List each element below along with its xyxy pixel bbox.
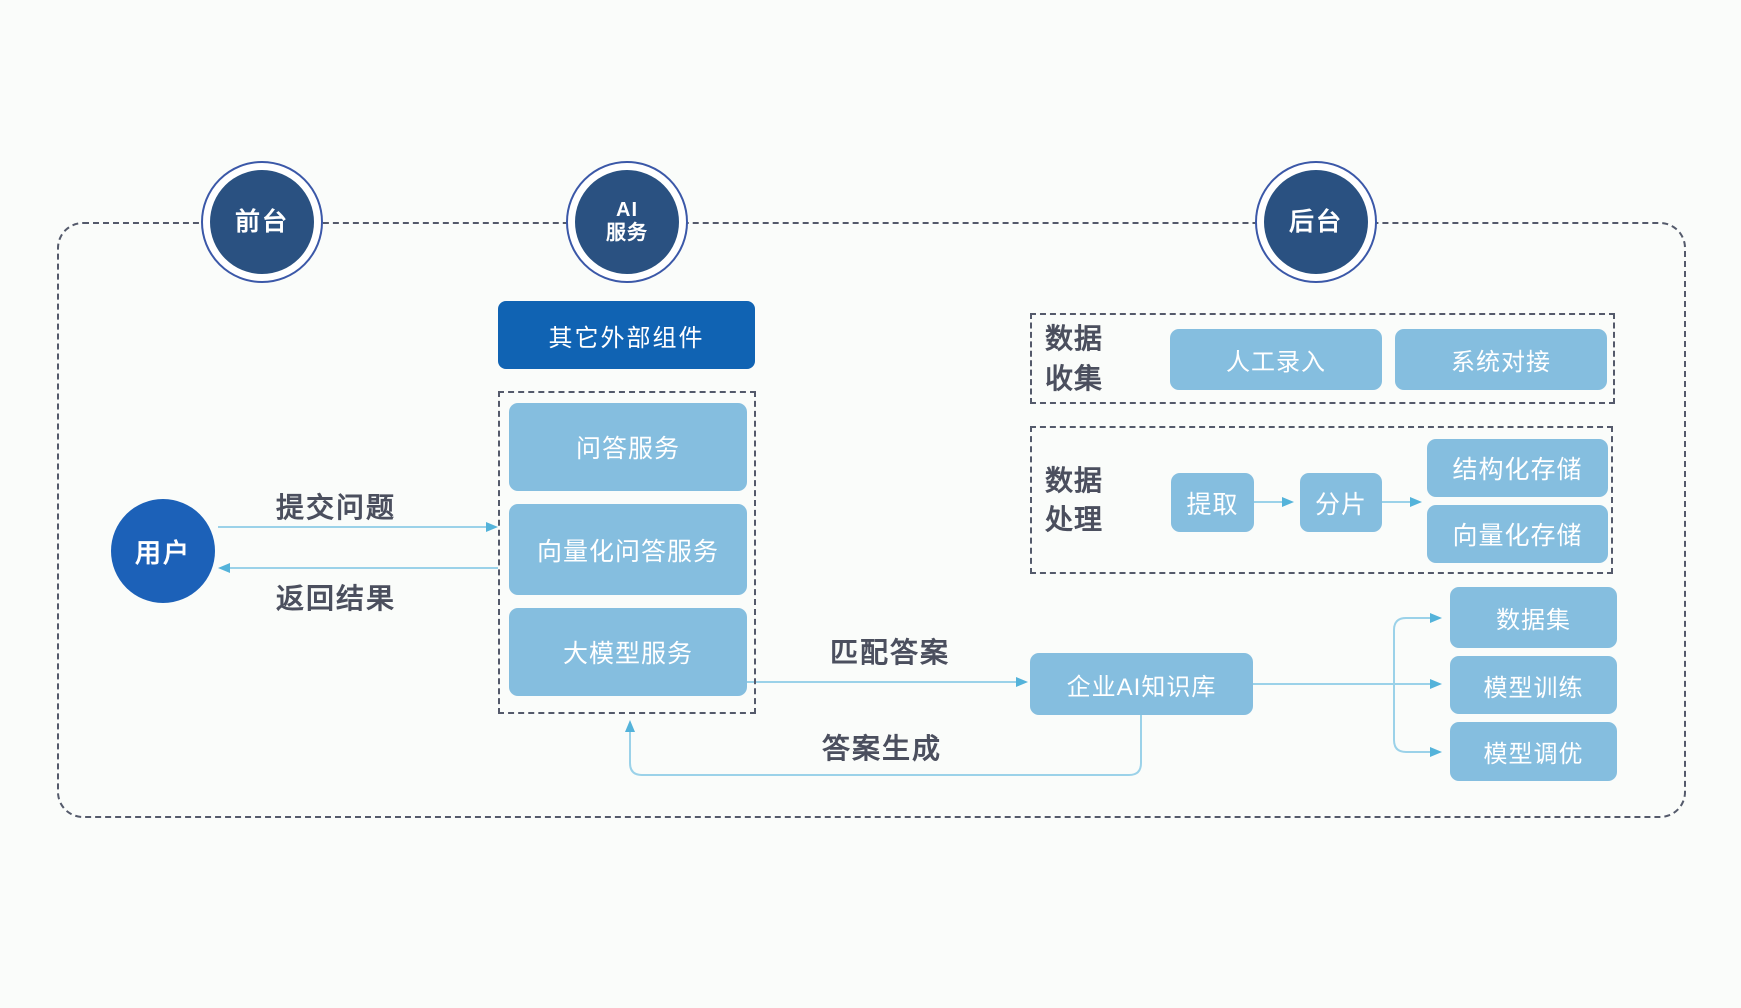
lane-label-front: 前台 bbox=[210, 170, 314, 274]
data-processing-group bbox=[1030, 426, 1613, 574]
edge-label-return-result: 返回结果 bbox=[275, 583, 397, 614]
data-collection-label: 数据 收集 bbox=[1045, 323, 1104, 394]
structured-storage-node: 结构化存储 bbox=[1427, 439, 1608, 497]
vector-storage-node: 向量化存储 bbox=[1427, 505, 1608, 563]
lane-circle-front: 前台 bbox=[201, 161, 323, 283]
user-node: 用户 bbox=[111, 499, 215, 603]
system-integration-node: 系统对接 bbox=[1395, 329, 1607, 390]
edge-label-answer-generation: 答案生成 bbox=[821, 733, 943, 764]
model-tuning-node: 模型调优 bbox=[1450, 722, 1617, 781]
edge-label-match-answer: 匹配答案 bbox=[829, 637, 951, 668]
data-processing-label: 数据 处理 bbox=[1045, 464, 1104, 535]
system-boundary-frame bbox=[57, 222, 1686, 818]
dataset-node: 数据集 bbox=[1450, 587, 1617, 648]
edge-kb-to-tuning bbox=[1393, 684, 1442, 757]
lane-label-back: 后台 bbox=[1264, 170, 1368, 274]
edge-answer-generation bbox=[625, 715, 1142, 776]
llm-service-node: 大模型服务 bbox=[509, 608, 747, 696]
edge-label-submit-question: 提交问题 bbox=[275, 492, 397, 523]
ai-services-group bbox=[498, 391, 756, 714]
extract-node: 提取 bbox=[1171, 473, 1254, 532]
model-training-node: 模型训练 bbox=[1450, 656, 1617, 714]
manual-entry-node: 人工录入 bbox=[1170, 329, 1382, 390]
lane-circle-ai-service: AI 服务 bbox=[566, 161, 688, 283]
lane-circle-back: 后台 bbox=[1255, 161, 1377, 283]
lane-label-ai-service: AI 服务 bbox=[575, 170, 679, 274]
vector-qa-service-node: 向量化问答服务 bbox=[509, 504, 747, 595]
external-components-node: 其它外部组件 bbox=[498, 301, 755, 369]
shard-node: 分片 bbox=[1300, 473, 1382, 532]
knowledge-base-node: 企业AI知识库 bbox=[1030, 653, 1253, 715]
data-collection-group bbox=[1030, 313, 1615, 404]
edge-kb-to-dataset bbox=[1393, 613, 1442, 684]
qa-service-node: 问答服务 bbox=[509, 403, 747, 491]
